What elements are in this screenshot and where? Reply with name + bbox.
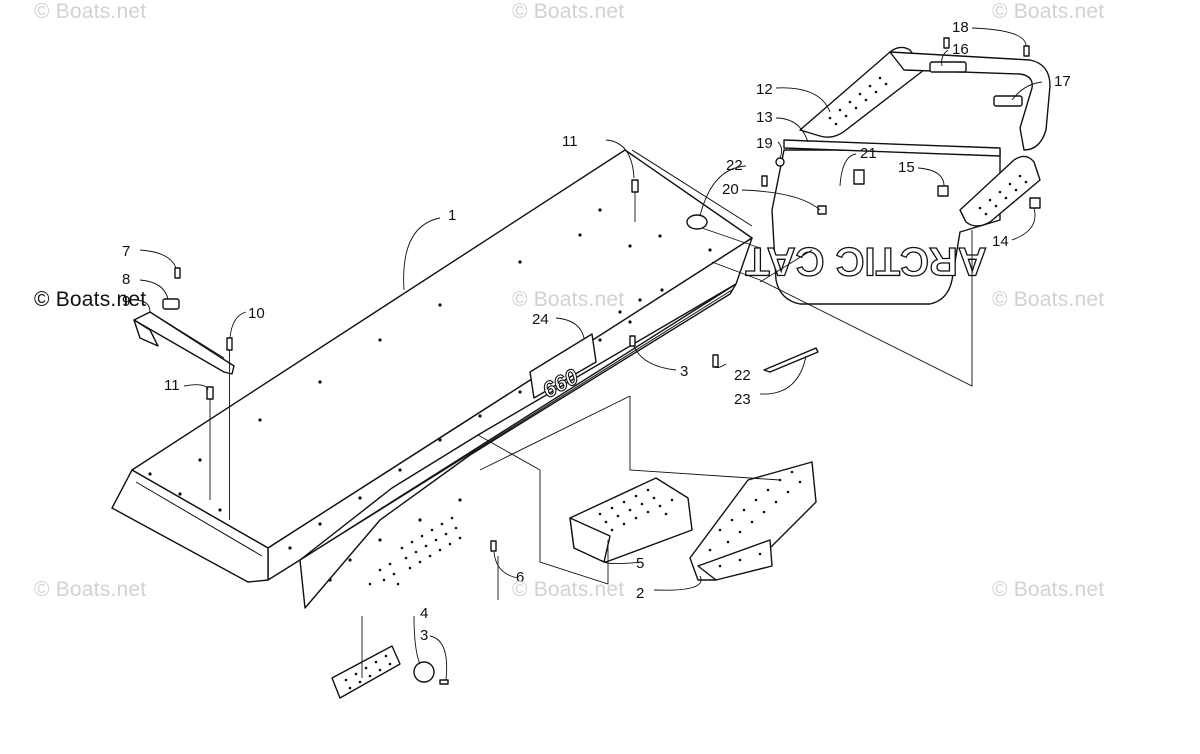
rivet-part-11-top (631, 179, 639, 222)
callout-label: 18 (952, 19, 969, 36)
rivet-part-ellipse (686, 214, 708, 230)
callout-label: 22 (734, 367, 751, 384)
callout-label: 12 (756, 81, 773, 98)
callout-label: 4 (420, 605, 428, 622)
callout-label: 3 (420, 627, 428, 644)
screw-part-18 (943, 37, 1030, 57)
callout-label: 2 (636, 585, 644, 602)
handle-part-17 (959, 155, 1041, 227)
callout-label: 14 (992, 233, 1009, 250)
bracket-part-9 (133, 311, 235, 375)
callout-labels: 1 2 3 3 4 5 6 7 8 9 10 11 11 12 13 14 15… (122, 19, 1071, 644)
callout-label: 5 (636, 555, 644, 572)
rail-part-21 (783, 139, 1001, 185)
callout-label: 10 (248, 305, 265, 322)
plate-part-4 (331, 645, 401, 699)
rivet-part-11-left (206, 386, 214, 500)
callout-label: 17 (1054, 73, 1071, 90)
watermark: © Boats.net (34, 0, 147, 23)
watermark: © Boats.net (34, 288, 147, 311)
watermark: © Boats.net (512, 0, 625, 23)
watermark: © Boats.net (34, 578, 147, 601)
nut-part-14 (1029, 197, 1041, 209)
callout-label: 24 (532, 311, 549, 328)
screw-part-22-top (761, 175, 768, 187)
screw-part-22 (712, 354, 719, 368)
washer-part-3-bottom (413, 661, 449, 685)
callout-label: 3 (680, 363, 688, 380)
nut-part-15 (937, 185, 949, 197)
rivet-part-10 (226, 337, 233, 520)
assembly-lines (361, 227, 973, 678)
tunnel-part-1: 660 (111, 149, 753, 609)
snowflap-part-13: ARCTIC CAT (745, 149, 1001, 305)
footrest-part-5 (569, 477, 693, 563)
side-plate-part-2 (689, 461, 817, 581)
washer-part-19 (775, 157, 785, 167)
watermark: © Boats.net (512, 578, 625, 601)
callout-label: 1 (448, 207, 456, 224)
watermark: © Boats.net (992, 0, 1105, 23)
gasket-part-23 (763, 347, 819, 373)
watermark: © Boats.net (512, 288, 625, 311)
callout-label: 22 (726, 157, 743, 174)
rivet-part-6 (490, 540, 497, 552)
callout-label: 11 (164, 377, 180, 394)
callout-leaders (133, 27, 1043, 681)
clip-part-8 (162, 298, 180, 310)
callout-label: 8 (122, 271, 130, 288)
watermark: © Boats.net (992, 578, 1105, 601)
flap-logo: ARCTIC CAT (745, 239, 986, 283)
callout-label: 13 (756, 109, 773, 126)
callout-label: 20 (722, 181, 739, 198)
callout-label: 16 (952, 41, 969, 58)
callout-label: 23 (734, 391, 751, 408)
callout-label: 15 (898, 159, 915, 176)
bolt-part-7 (174, 267, 181, 279)
callout-label: 11 (562, 133, 578, 150)
callout-label: 9 (122, 293, 130, 310)
screw-part-3 (629, 335, 636, 347)
nut-part-20 (817, 205, 827, 215)
callout-label: 21 (860, 145, 877, 162)
bumper-part-16 (889, 51, 1051, 151)
watermark: © Boats.net (992, 288, 1105, 311)
callout-label: 6 (516, 569, 524, 586)
callout-label: 19 (756, 135, 773, 152)
callout-label: 7 (122, 243, 130, 260)
